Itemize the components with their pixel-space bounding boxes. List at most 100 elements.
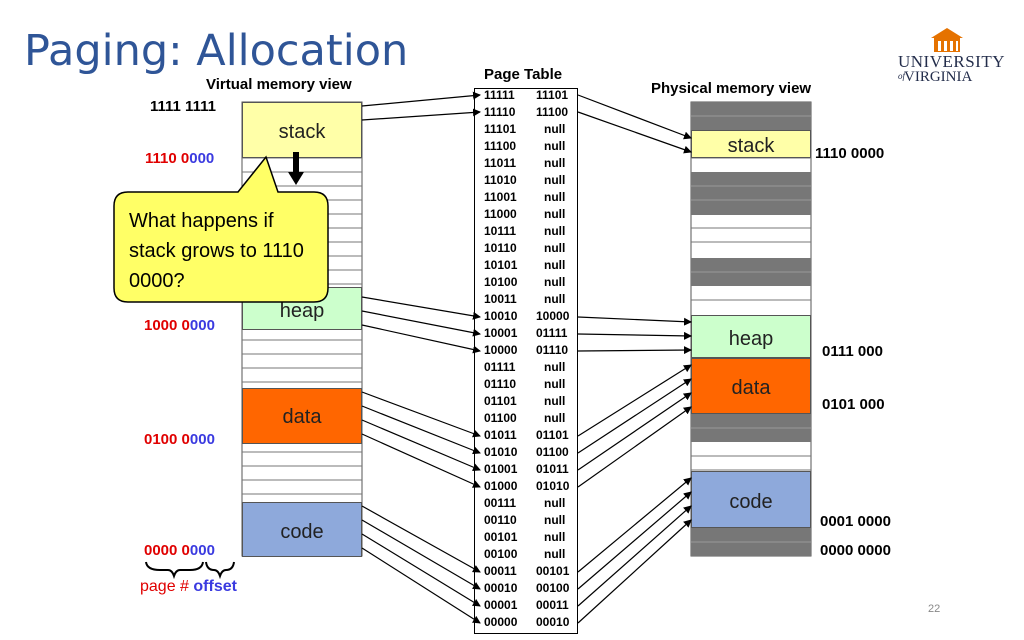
logo-line-1: UNIVERSITY xyxy=(898,52,1005,71)
page-table-vpn: 00100 xyxy=(484,547,518,561)
page-table-vpn: 11110 xyxy=(484,105,516,119)
page-table-ppn: null xyxy=(544,156,566,170)
page-table-vpn: 00010 xyxy=(484,581,518,595)
page-table-row: 11011 null xyxy=(474,155,578,172)
page-table-row: 01101 null xyxy=(474,393,578,410)
page-table-vpn: 10111 xyxy=(484,224,517,238)
page-table-ppn: null xyxy=(544,547,566,561)
page-table-ppn: null xyxy=(544,207,566,221)
arrow-pt-heap-3 xyxy=(577,346,692,355)
virtual-code-segment: code xyxy=(242,502,362,557)
arrow-pt-code-3 xyxy=(577,505,692,607)
logo-line-2: VIRGINIA xyxy=(904,69,973,85)
page-table-ppn: 01100 xyxy=(536,445,569,459)
virtual-data-segment: data xyxy=(242,388,362,444)
page-table-row: 01110 null xyxy=(474,376,578,393)
page-table-row: 01111 null xyxy=(474,359,578,376)
page-table-ppn: null xyxy=(544,496,566,510)
page-table-vpn: 11111 xyxy=(484,88,515,102)
page-table-row: 00100 null xyxy=(474,546,578,563)
arrow-virt-data-2 xyxy=(361,405,481,455)
university-logo: UNIVERSITY of VIRGINIA xyxy=(898,24,1010,90)
arrow-virt-data-1 xyxy=(361,391,481,438)
page-table-ppn: 01011 xyxy=(536,462,569,476)
page-table-ppn: null xyxy=(544,275,566,289)
page-table-row: 10010 10000 xyxy=(474,308,578,325)
virtual-address-heap: 1000 0000 xyxy=(144,317,215,334)
page-table-ppn: 01101 xyxy=(536,428,569,442)
page-table-box xyxy=(474,88,578,634)
callout-text: What happens if stack grows to 1110 0000… xyxy=(129,210,304,292)
arrow-virt-stack-1 xyxy=(361,91,481,107)
page-table-header: Page Table xyxy=(484,66,563,83)
physical-address-stack: 1110 0000 xyxy=(815,145,885,162)
arrow-pt-data-1 xyxy=(577,364,692,437)
logo-of: of xyxy=(898,71,906,81)
page-table-ppn: null xyxy=(544,258,566,272)
physical-address-code: 0001 0000 xyxy=(820,513,891,530)
page-table-row: 01010 01100 xyxy=(474,444,578,461)
offset-label: offset xyxy=(193,578,237,595)
virtual-top-address: 1111 1111 xyxy=(150,98,216,115)
page-table-vpn: 01000 xyxy=(484,479,518,493)
page-table-vpn: 10101 xyxy=(484,258,518,272)
page-table-row: 10101 null xyxy=(474,257,578,274)
virtual-stack-segment: stack xyxy=(242,102,362,158)
page-title: Paging: Allocation xyxy=(24,26,409,76)
page-table-vpn: 11001 xyxy=(484,190,517,204)
physical-view-header: Physical memory view xyxy=(651,80,812,97)
page-table-vpn: 11011 xyxy=(484,156,517,170)
page-table-ppn: 01110 xyxy=(536,343,569,357)
page-table-ppn: null xyxy=(544,513,566,527)
arrow-virt-heap-3 xyxy=(361,324,481,354)
page-table-vpn: 01011 xyxy=(484,428,517,442)
page-table-ppn: 00010 xyxy=(536,615,570,629)
page-table-vpn: 10000 xyxy=(484,343,518,357)
page-table-ppn: 00011 xyxy=(536,598,569,612)
page-table-ppn: null xyxy=(544,360,566,374)
page-table-ppn: null xyxy=(544,377,566,391)
page-table-vpn: 10010 xyxy=(484,309,518,323)
virtual-address-code: 0000 0000 xyxy=(144,542,215,559)
page-table-ppn: 10000 xyxy=(536,309,570,323)
slide-page-number: 22 xyxy=(928,603,941,615)
arrow-virt-data-3 xyxy=(361,419,481,471)
page-table-ppn: null xyxy=(544,241,566,255)
physical-address-heap: 0111 000 xyxy=(822,343,883,360)
page-table-vpn: 01111 xyxy=(484,360,516,374)
page-table-ppn: null xyxy=(544,411,566,425)
page-table-vpn: 00110 xyxy=(484,513,517,527)
virtual-address-data: 0100 0000 xyxy=(144,431,215,448)
page-table-ppn: null xyxy=(544,122,566,136)
page-table-ppn: null xyxy=(544,292,566,306)
page-table-ppn: null xyxy=(544,394,566,408)
page-table-vpn: 10100 xyxy=(484,275,518,289)
page-table-vpn: 01100 xyxy=(484,411,517,425)
page-table-vpn: 01101 xyxy=(484,394,517,408)
physical-address-data: 0101 000 xyxy=(822,396,885,413)
page-table-vpn: 01010 xyxy=(484,445,518,459)
page-number-label: page # xyxy=(140,578,189,595)
arrow-virt-stack-2 xyxy=(361,108,481,121)
page-table-ppn: null xyxy=(544,530,566,544)
arrow-virt-code-1 xyxy=(361,505,481,573)
arrow-pt-data-2 xyxy=(577,378,692,454)
rotunda-icon xyxy=(931,28,963,52)
page-table-vpn: 01110 xyxy=(484,377,517,391)
page-table-ppn: null xyxy=(544,173,566,187)
